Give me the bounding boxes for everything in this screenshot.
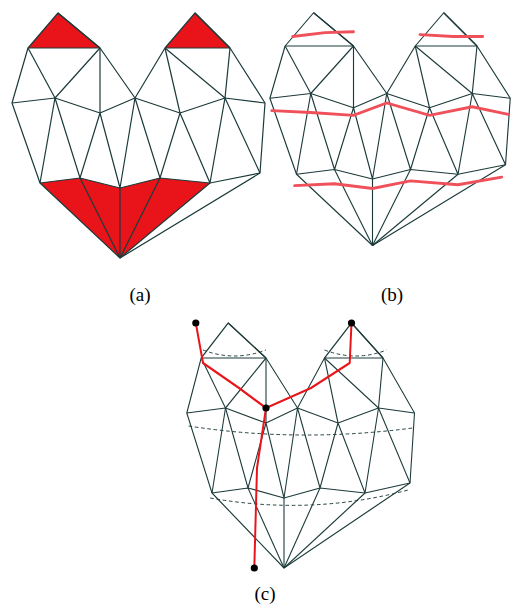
skeleton-node [348,319,355,326]
red-triangle [165,13,230,48]
skeleton-node [262,404,269,411]
red-region [40,178,210,258]
panel-label: (c) [254,583,275,605]
dashed-contour [189,350,413,505]
skeleton-node [192,319,199,326]
skeleton-node [251,564,258,571]
red-skeleton [196,323,352,568]
red-contour [272,32,509,189]
panel-label: (b) [381,284,403,306]
panel-label: (a) [129,284,150,306]
